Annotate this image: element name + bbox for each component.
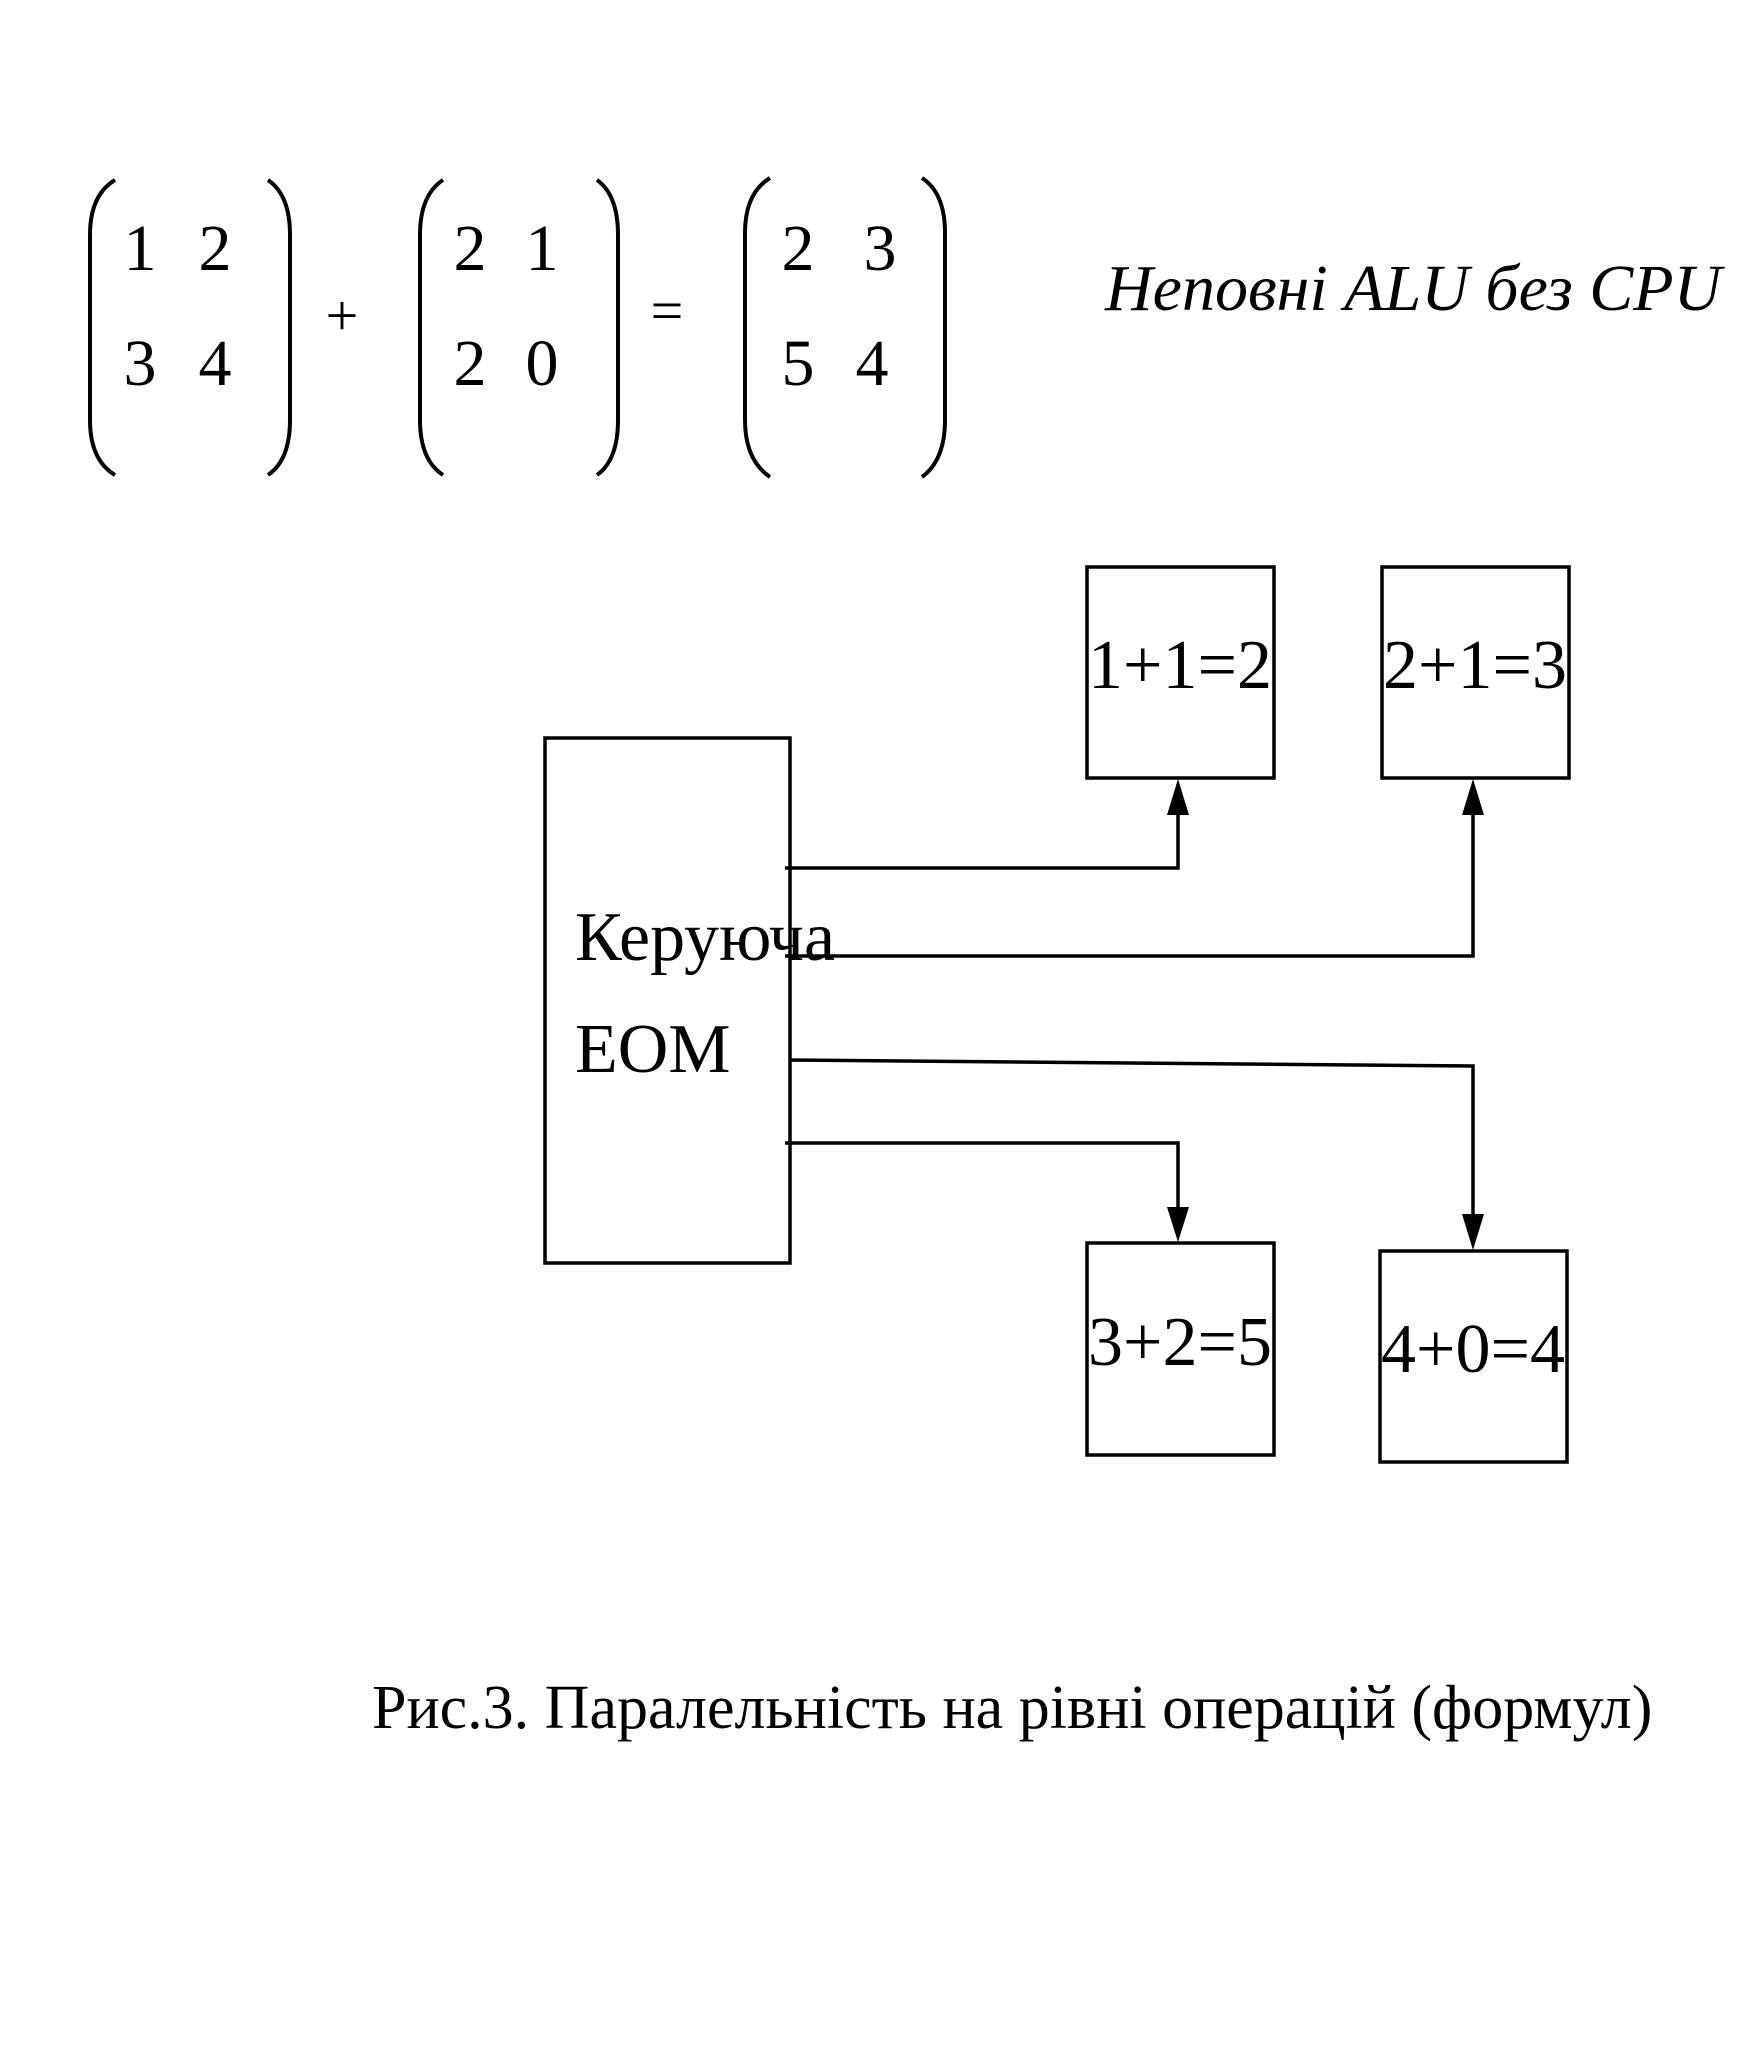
arrow-up-top-right [1462,779,1484,815]
connections [785,779,1484,1250]
matrix-a-cell-1-2: 2 [199,212,232,285]
matrix-a-cell-2-2: 4 [199,327,232,400]
matrix-b-cell-1-2: 1 [526,212,559,285]
alu-box-bottom-right-label: 4+0=4 [1381,1311,1565,1388]
matrix-a-right-bracket [266,178,292,477]
control-unit-label-line1: Керуюча [575,899,835,976]
alu-box-top-right-label: 2+1=3 [1383,627,1567,704]
control-unit: Керуюча ЕОМ [543,736,835,1265]
arrow-down-bottom-left [1167,1207,1189,1242]
matrix-b-cell-1-1: 2 [454,212,487,285]
alu-box-top-left: 1+1=2 [1085,565,1276,780]
matrix-c-left-bracket [743,176,772,479]
matrix-c-cell-2-2: 4 [856,327,889,400]
matrix-a-cell-1-1: 1 [124,212,157,285]
matrix-b: 2 1 2 0 [418,178,620,477]
control-unit-box [543,736,792,1265]
alu-box-top-right: 2+1=3 [1380,565,1571,780]
matrix-a-left-bracket [88,178,117,477]
wire-to-top-right [785,815,1475,958]
equals-sign: = [651,278,684,343]
matrix-a-cell-2-1: 3 [124,327,157,400]
control-unit-label-line2: ЕОМ [575,1011,731,1088]
wire-to-bottom-right [789,1058,1475,1214]
matrix-c-right-bracket [920,176,947,479]
matrix-c-cell-1-2: 3 [864,212,897,285]
matrix-b-cell-2-1: 2 [454,327,487,400]
arrow-up-top-left [1167,779,1189,815]
matrix-b-left-bracket [418,178,445,477]
plus-sign: + [326,283,359,348]
arrow-down-bottom-right [1462,1214,1484,1250]
matrix-a: 1 2 3 4 [88,178,292,477]
alu-box-bottom-left: 3+2=5 [1085,1241,1276,1457]
wire-to-bottom-left [785,1141,1180,1207]
matrix-b-cell-2-2: 0 [526,327,559,400]
alu-box-bottom-left-frame [1085,1241,1276,1457]
alu-box-bottom-right: 4+0=4 [1378,1249,1569,1464]
alu-box-bottom-right-frame [1378,1249,1569,1464]
matrix-equation: 1 2 3 4 + 2 1 2 0 = 2 3 5 4 [88,176,947,479]
alu-box-top-right-frame [1380,565,1571,780]
matrix-b-right-bracket [595,178,620,477]
alu-box-top-left-frame [1085,565,1276,780]
alu-box-top-left-label: 1+1=2 [1088,627,1272,704]
figure-caption: Рис.3. Паралельність на рівні операцій (… [372,1674,1652,1742]
matrix-c-cell-1-1: 2 [782,212,815,285]
matrix-c-cell-2-1: 5 [782,327,815,400]
wire-to-top-left [785,815,1180,870]
alu-note: Неповні ALU без CPU [1104,252,1726,325]
matrix-c: 2 3 5 4 [743,176,947,479]
alu-box-bottom-left-label: 3+2=5 [1088,1304,1272,1381]
